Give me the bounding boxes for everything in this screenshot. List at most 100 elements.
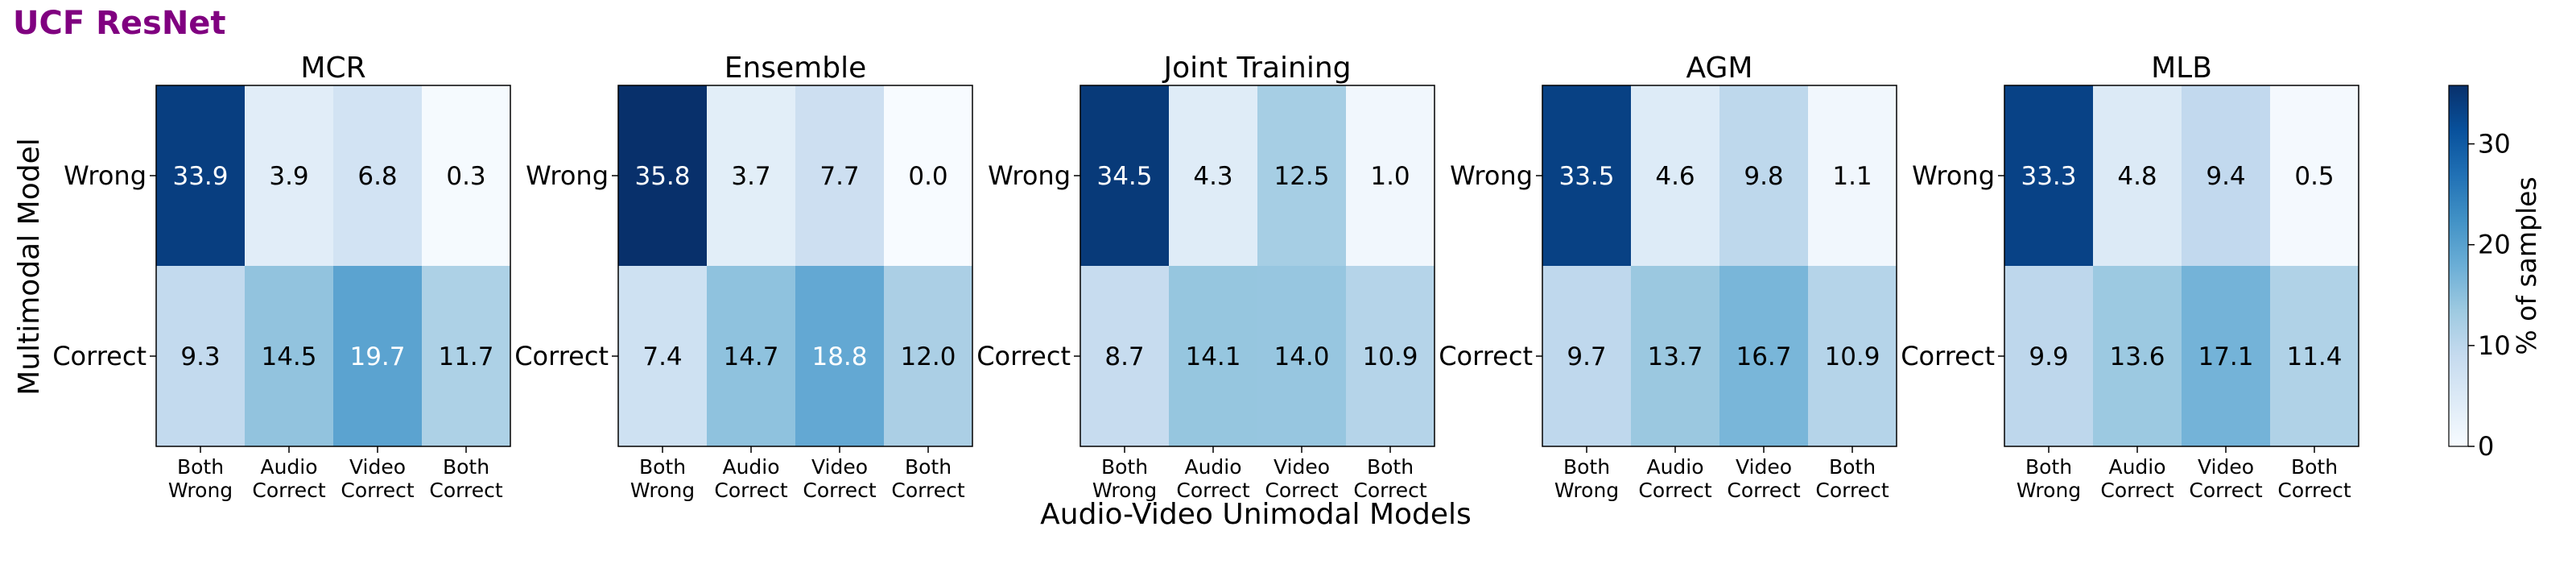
panel-title: Ensemble <box>724 52 867 85</box>
colorbar-tick-label: 0 <box>2478 431 2494 462</box>
cell-value-label: 33.5 <box>1558 162 1614 191</box>
cell-value-label: 16.7 <box>1736 342 1791 371</box>
heatmap-cell <box>422 266 510 446</box>
row-tick-label: Wrong <box>988 160 1071 191</box>
heatmap-cell <box>618 85 707 266</box>
colorbar-tick-label: 30 <box>2478 129 2511 160</box>
cell-value-label: 35.8 <box>634 162 690 191</box>
heatmap-cell <box>2004 85 2093 266</box>
cell-value-label: 34.5 <box>1096 162 1152 191</box>
cell-value-label: 14.1 <box>1185 342 1241 371</box>
panel-title: MLB <box>2151 52 2212 85</box>
heatmap-cell <box>2004 266 2093 446</box>
heatmap-cell <box>1257 85 1346 266</box>
row-tick-label: Wrong <box>526 160 609 191</box>
colorbar-label: % of samples <box>2511 176 2542 355</box>
heatmap-cell <box>2270 266 2359 446</box>
cell-value-label: 0.3 <box>446 162 485 191</box>
panel-frame <box>1542 85 1897 447</box>
heatmap-cell <box>1346 85 1435 266</box>
heatmap-cell <box>795 266 884 446</box>
cell-value-label: 19.7 <box>349 342 405 371</box>
heatmap-cell <box>245 85 333 266</box>
row-tick-label: Correct <box>1439 341 1533 371</box>
figure-suptitle: UCF ResNet <box>13 5 226 42</box>
panel-title: AGM <box>1686 52 1753 85</box>
heatmap-cell <box>1719 85 1808 266</box>
heatmap-cell <box>1169 266 1257 446</box>
cell-value-label: 7.7 <box>819 162 859 191</box>
heatmap-cell <box>1631 266 1719 446</box>
heatmap-cell <box>1346 266 1435 446</box>
cell-value-label: 3.7 <box>731 162 770 191</box>
cell-value-label: 9.3 <box>180 342 220 371</box>
row-tick-label: Correct <box>52 341 147 371</box>
cell-value-label: 17.1 <box>2198 342 2253 371</box>
colorbar-gradient <box>2448 85 2469 447</box>
cell-value-label: 14.0 <box>1274 342 1329 371</box>
row-tick-label: Correct <box>1901 341 1995 371</box>
heatmap-cell <box>1542 266 1631 446</box>
cell-value-label: 33.3 <box>2021 162 2076 191</box>
colorbar-tick-label: 20 <box>2478 230 2511 260</box>
cell-value-label: 10.9 <box>1824 342 1880 371</box>
cell-value-label: 6.8 <box>357 162 397 191</box>
cell-value-label: 13.6 <box>2109 342 2165 371</box>
heatmap-cell <box>1808 266 1897 446</box>
cell-value-label: 3.9 <box>269 162 308 191</box>
heatmap-cell <box>422 85 510 266</box>
heatmap-cell <box>618 266 707 446</box>
cell-value-label: 12.0 <box>900 342 956 371</box>
panel-frame <box>1080 85 1435 447</box>
panel-frame <box>617 85 973 447</box>
heatmap-cell <box>1808 85 1897 266</box>
heatmap-cell <box>707 266 795 446</box>
row-tick-label: Wrong <box>64 160 147 191</box>
cell-value-label: 9.4 <box>2206 162 2245 191</box>
heatmap-cell <box>707 85 795 266</box>
panel-title: Joint Training <box>1162 52 1351 85</box>
heatmap-cell <box>2182 266 2270 446</box>
cell-value-label: 13.7 <box>1647 342 1703 371</box>
cell-value-label: 11.4 <box>2286 342 2342 371</box>
cell-value-label: 14.7 <box>723 342 778 371</box>
heatmap-cell <box>333 266 422 446</box>
cell-value-label: 9.9 <box>2029 342 2068 371</box>
panel-frame <box>2004 85 2359 447</box>
cell-value-label: 11.7 <box>438 342 493 371</box>
heatmap-cell <box>1080 266 1169 446</box>
panel-frame <box>155 85 511 447</box>
heatmap-cell <box>333 85 422 266</box>
cell-value-label: 4.6 <box>1655 162 1695 191</box>
heatmap-cell <box>884 85 972 266</box>
heatmap-cell <box>1631 85 1719 266</box>
heatmap-cell <box>1719 266 1808 446</box>
cell-value-label: 1.0 <box>1370 162 1410 191</box>
heatmap-cell <box>1542 85 1631 266</box>
heatmap-cell <box>1080 85 1169 266</box>
heatmap-cell <box>156 85 245 266</box>
cell-value-label: 14.5 <box>261 342 316 371</box>
